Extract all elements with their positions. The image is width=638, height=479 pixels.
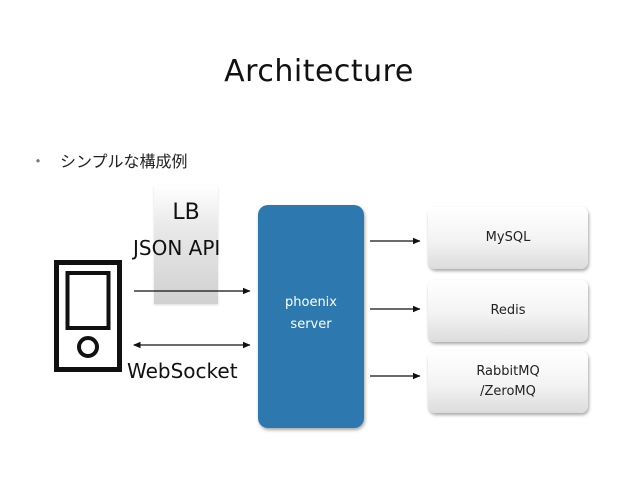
phoenix-server-label: phoenix server <box>258 292 364 336</box>
mysql-box: MySQL <box>428 207 588 269</box>
redis-label: Redis <box>490 303 526 318</box>
websocket-label: WebSocket <box>127 359 238 383</box>
phoenix-label-line1: phoenix <box>285 295 337 310</box>
redis-box: Redis <box>428 280 588 342</box>
mobile-device-icon <box>54 260 122 372</box>
message-queue-label: RabbitMQ /ZeroMQ <box>476 364 540 399</box>
phoenix-server-box <box>258 205 364 428</box>
bullet-marker: ・ <box>30 152 47 171</box>
slide-title: Architecture <box>224 54 414 89</box>
load-balancer-box <box>154 186 218 304</box>
bullet-item: ・シンプルな構成例 <box>30 148 188 172</box>
message-queue-box: RabbitMQ /ZeroMQ <box>428 351 588 413</box>
phoenix-label-line2: server <box>290 317 332 332</box>
bullet-text: シンプルな構成例 <box>60 152 188 171</box>
json-api-label: JSON API <box>133 236 221 260</box>
mysql-label: MySQL <box>485 230 531 245</box>
load-balancer-label: LB <box>172 200 200 225</box>
